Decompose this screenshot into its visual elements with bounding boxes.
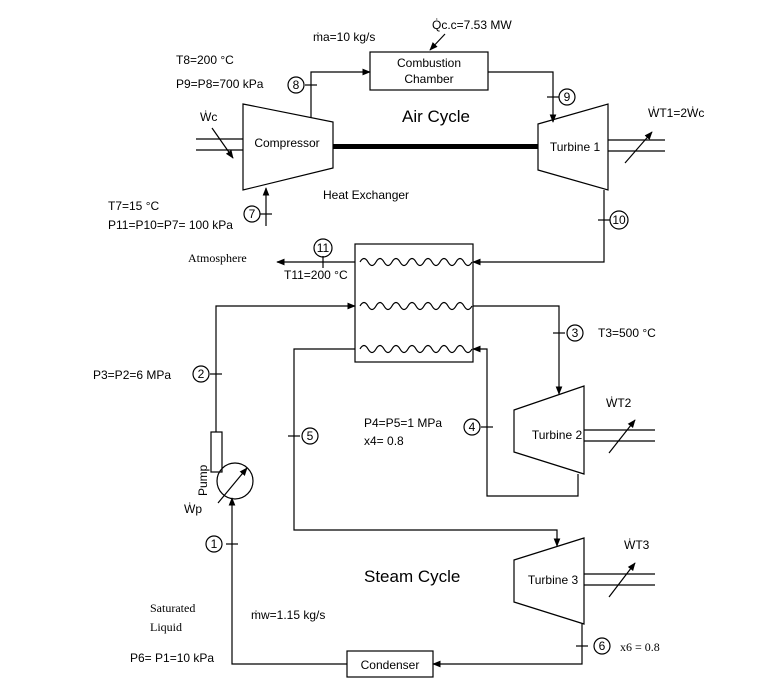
- t3-label: T3=500 °C: [598, 326, 656, 340]
- flow-8: [310, 68, 371, 118]
- state-3-circle: [566, 324, 584, 342]
- x6-label: x6 = 0.8: [620, 640, 660, 654]
- p9-label: P9=P8=700 kPa: [176, 77, 264, 91]
- saturated-label: Saturated: [150, 601, 195, 615]
- atmosphere-label: Atmosphere: [188, 251, 247, 265]
- turbine-3-label: Turbine 3: [528, 573, 579, 587]
- state-10-circle: [609, 210, 629, 230]
- x4-label: x4= 0.8: [364, 434, 404, 448]
- t7-label: T7=15 °C: [108, 199, 159, 213]
- wt1-label: ẆT1=2Ẇc: [648, 106, 704, 120]
- t11-label: T11=200 °C: [284, 268, 348, 282]
- state-4: 4: [469, 420, 476, 434]
- state-7-circle: [243, 205, 261, 223]
- t8-label: T8=200 °C: [176, 53, 234, 67]
- p4-label: P4=P5=1 MPa: [364, 416, 442, 430]
- turbine-1-label: Turbine 1: [550, 140, 601, 154]
- hx-coil-3: [359, 344, 473, 354]
- heat-exchanger-label: Heat Exchanger: [323, 188, 409, 202]
- turbine-2-label: Turbine 2: [532, 428, 583, 442]
- state-8: 8: [293, 78, 300, 92]
- wc-label: Ẇc: [200, 110, 217, 124]
- turbine-2: [513, 385, 585, 475]
- main-shaft: [333, 144, 538, 149]
- wp-label: Ẇp: [184, 502, 202, 516]
- p11-label: P11=P10=P7= 100 kPa: [108, 218, 233, 232]
- flow-1: [228, 497, 347, 665]
- flow-10: [472, 190, 605, 266]
- state-3: 3: [572, 326, 579, 340]
- turbine-3: [513, 537, 585, 625]
- flow-4: [472, 345, 579, 497]
- hx-coil-1: [359, 257, 473, 267]
- hx-coil-2: [359, 301, 473, 311]
- combustion-label-1: Combustion: [397, 56, 461, 70]
- compressor: [242, 103, 334, 191]
- heat-input-arrow: [429, 33, 446, 51]
- pump: [216, 462, 254, 500]
- p6-label: P6= P1=10 kPa: [130, 651, 214, 665]
- air-cycle-title: Air Cycle: [402, 107, 470, 126]
- state-1: 1: [211, 537, 218, 551]
- wt3-label: ẆT3: [624, 538, 650, 552]
- state-8-circle: [287, 76, 305, 94]
- state-4-circle: [463, 418, 481, 436]
- heat-input: Q̇c.c=7.53 MW: [432, 18, 512, 32]
- flow-2: [215, 302, 356, 432]
- state-9-circle: [558, 88, 576, 106]
- state-2-circle: [192, 365, 210, 383]
- flow-9: [488, 71, 557, 123]
- state-5-circle: [301, 427, 319, 445]
- state-9: 9: [564, 90, 571, 104]
- wt1-arrow: [624, 131, 653, 164]
- state-6-circle: [593, 637, 611, 655]
- state-6: 6: [599, 639, 606, 653]
- air-mass-flow: ṁa=10 kg/s: [313, 30, 375, 44]
- wt2-label: ẆT2: [606, 396, 632, 410]
- wt2-arrow: [608, 419, 636, 454]
- pump-label: Pump: [196, 464, 210, 496]
- liquid-label: Liquid: [150, 620, 182, 634]
- state-11: 11: [317, 241, 330, 255]
- condenser-label: Condenser: [361, 658, 420, 672]
- state-1-circle: [205, 535, 223, 553]
- flow-3: [473, 305, 563, 395]
- steam-cycle-title: Steam Cycle: [364, 567, 460, 586]
- wt3-arrow: [608, 562, 636, 598]
- state-5: 5: [307, 429, 314, 443]
- wc-arrow: [211, 127, 234, 159]
- state-7: 7: [249, 207, 256, 221]
- pump-outlet: [210, 431, 223, 473]
- flow-5: [293, 348, 561, 547]
- p3-label: P3=P2=6 MPa: [93, 368, 171, 382]
- state-2: 2: [198, 367, 205, 381]
- wp-arrow: [217, 467, 248, 504]
- compressor-label: Compressor: [254, 136, 319, 150]
- combustion-label-2: Chamber: [404, 72, 453, 86]
- state-11-circle: [313, 238, 333, 258]
- turbine-1: [537, 103, 609, 191]
- flow-6: [432, 624, 583, 668]
- water-mass-flow: ṁw=1.15 kg/s: [251, 608, 325, 622]
- state-10: 10: [612, 213, 626, 227]
